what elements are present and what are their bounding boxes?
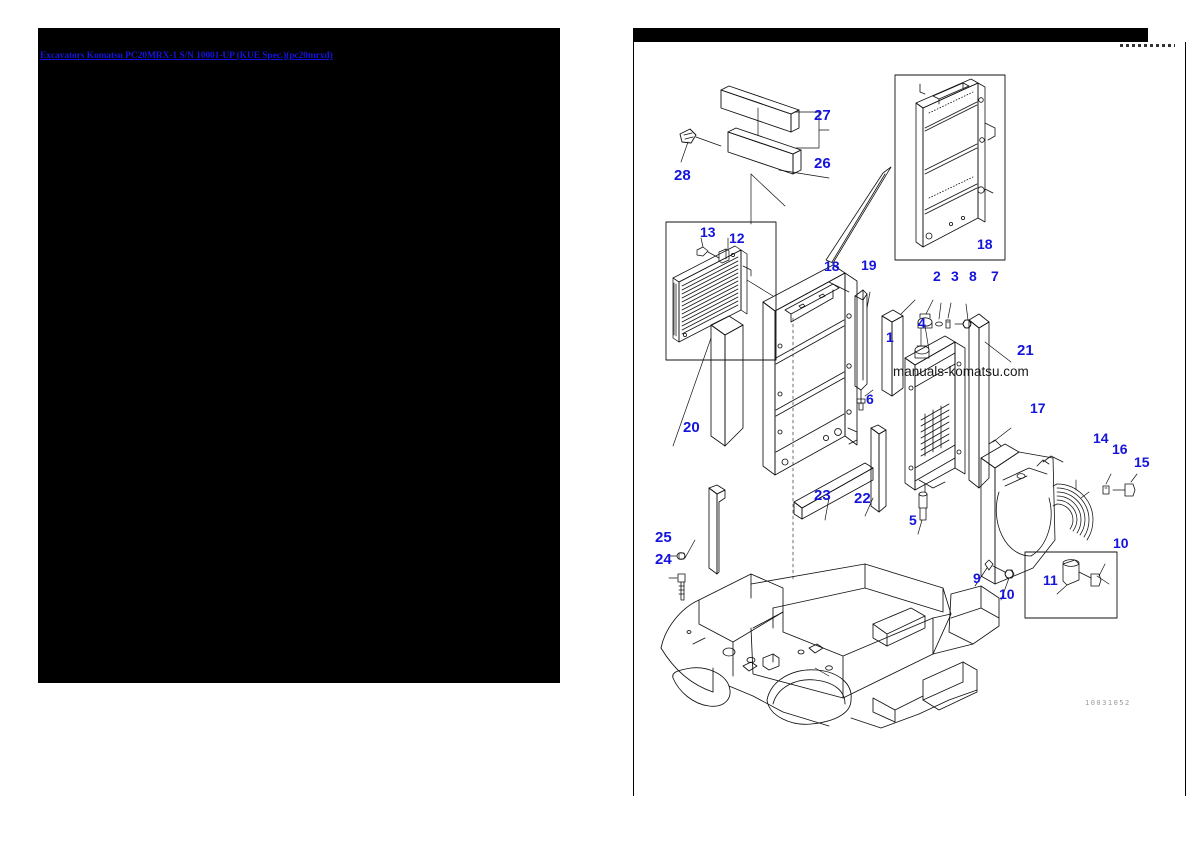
part-callout-10: 10 [999, 586, 1015, 602]
part-callout-4: 4 [918, 315, 926, 331]
part-callout-16: 16 [1112, 441, 1128, 457]
diagram-header-dots [1120, 44, 1175, 47]
part-callout-12: 12 [729, 230, 745, 246]
part-callout-22: 22 [854, 490, 871, 507]
panel-border-left [633, 42, 635, 796]
panel-border-right [1184, 42, 1186, 796]
part-callout-19: 19 [861, 257, 877, 273]
part-callout-18: 18 [977, 236, 993, 252]
part-callout-10: 10 [1113, 535, 1129, 551]
parts-diagram-panel: 適 用 号 機 Serial No.13234~ 適 用 号 機 Serial … [633, 28, 1186, 796]
part-callout-27: 27 [814, 107, 831, 124]
diagram-header-bar [633, 28, 1148, 42]
part-callout-11: 11 [1043, 572, 1058, 588]
part-callout-3: 3 [951, 268, 959, 284]
part-callout-25: 25 [655, 529, 672, 546]
part-callout-21: 21 [1017, 342, 1034, 359]
part-callout-26: 26 [814, 155, 831, 172]
part-callout-17: 17 [1030, 400, 1046, 416]
part-callout-13: 13 [700, 224, 716, 240]
part-callout-1: 1 [886, 329, 894, 345]
watermark-text: manuals-komatsu.com [893, 364, 1029, 379]
part-callout-23: 23 [814, 487, 831, 504]
part-callout-6: 6 [866, 391, 874, 407]
part-callout-20: 20 [683, 419, 700, 436]
part-callout-28: 28 [674, 167, 691, 184]
document-title-link[interactable]: Excavators Komatsu PC20MRX-1 S/N 10001-U… [40, 51, 333, 61]
part-callout-18: 18 [824, 258, 840, 274]
radiator-assembly-drawing [660, 74, 1138, 729]
figure-code-label: 10031052 [1085, 699, 1131, 707]
document-viewer-panel [38, 28, 560, 683]
part-callout-7: 7 [991, 268, 999, 284]
part-callout-9: 9 [973, 570, 981, 586]
part-callout-14: 14 [1093, 430, 1109, 446]
part-callout-15: 15 [1134, 454, 1150, 470]
part-callout-5: 5 [909, 512, 917, 528]
part-callout-2: 2 [933, 268, 941, 284]
part-callout-24: 24 [655, 551, 672, 568]
part-callout-8: 8 [969, 268, 977, 284]
